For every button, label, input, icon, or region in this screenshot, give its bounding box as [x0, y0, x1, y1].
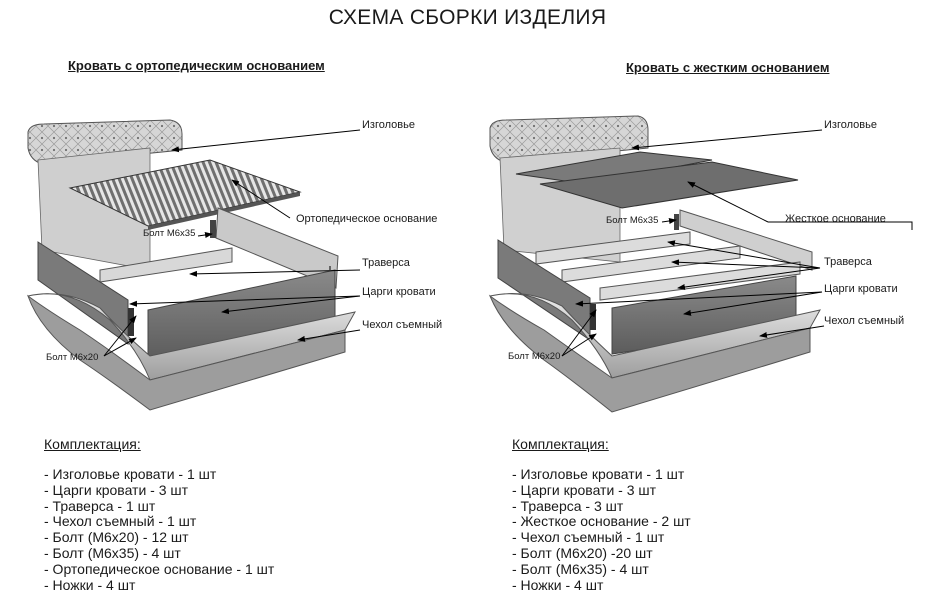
right-leader-lines	[561, 129, 913, 357]
list-item: - Царги кровати - 3 шт	[44, 481, 189, 498]
right-callout-cover: Чехол съемный	[824, 315, 905, 327]
list-item: - Чехол съемный - 1 шт	[44, 513, 197, 530]
left-callout-bolt20: Болт М6х20	[46, 352, 99, 363]
list-item: - Болт (М6х20) - 12 шт	[44, 529, 189, 546]
list-item: - Чехол съемный - 1 шт	[512, 529, 665, 546]
right-subtitle: Кровать с жестким основанием	[626, 60, 830, 75]
list-item: - Царги кровати - 3 шт	[512, 481, 657, 498]
left-kit-list: - Изголовье кровати - 1 шт - Царги крова…	[44, 466, 275, 593]
right-callout-bolt35: Болт М6х35	[606, 215, 659, 226]
list-item: - Болт (М6х20) -20 шт	[512, 544, 653, 561]
left-leader-lines	[103, 129, 361, 357]
right-bed	[488, 115, 821, 413]
diagram-title: СХЕМА СБОРКИ ИЗДЕЛИЯ	[328, 6, 607, 29]
list-item: - Болт (М6х35) - 4 шт	[512, 560, 649, 577]
left-bed	[26, 119, 356, 411]
right-callout-headboard: Изголовье	[824, 119, 877, 131]
list-item: - Жесткое основание - 2 шт	[512, 513, 691, 530]
left-callout-headboard: Изголовье	[362, 119, 415, 131]
right-callout-bolt20: Болт М6х20	[508, 351, 561, 362]
right-kit-heading: Комплектация:	[512, 436, 609, 452]
right-callout-traversa: Траверса	[824, 256, 872, 268]
list-item: - Изголовье кровати - 1 шт	[44, 466, 217, 482]
left-subtitle: Кровать с ортопедическим основанием	[68, 58, 325, 73]
list-item: - Ножки - 4 шт	[512, 576, 604, 593]
list-item: - Траверса - 1 шт	[44, 497, 156, 514]
left-callout-traversa: Траверса	[362, 257, 410, 269]
list-item: - Изголовье кровати - 1 шт	[512, 466, 685, 482]
list-item: - Траверса - 3 шт	[512, 497, 624, 514]
list-item: - Ортопедическое основание - 1 шт	[44, 560, 275, 577]
left-callout-slat-base: Ортопедическое основание	[296, 213, 438, 225]
list-item: - Ножки - 4 шт	[44, 576, 136, 593]
left-kit-heading: Комплектация:	[44, 436, 141, 452]
left-callout-cover: Чехол съемный	[362, 319, 443, 331]
left-callout-bolt35: Болт М6х35	[143, 228, 196, 239]
right-kit-list: - Изголовье кровати - 1 шт - Царги крова…	[512, 466, 691, 593]
list-item: - Болт (М6х35) - 4 шт	[44, 544, 181, 561]
right-callout-rails: Царги кровати	[824, 283, 898, 295]
right-callout-hard-base: Жесткое основание	[785, 213, 886, 225]
left-callout-rails: Царги кровати	[362, 286, 436, 298]
